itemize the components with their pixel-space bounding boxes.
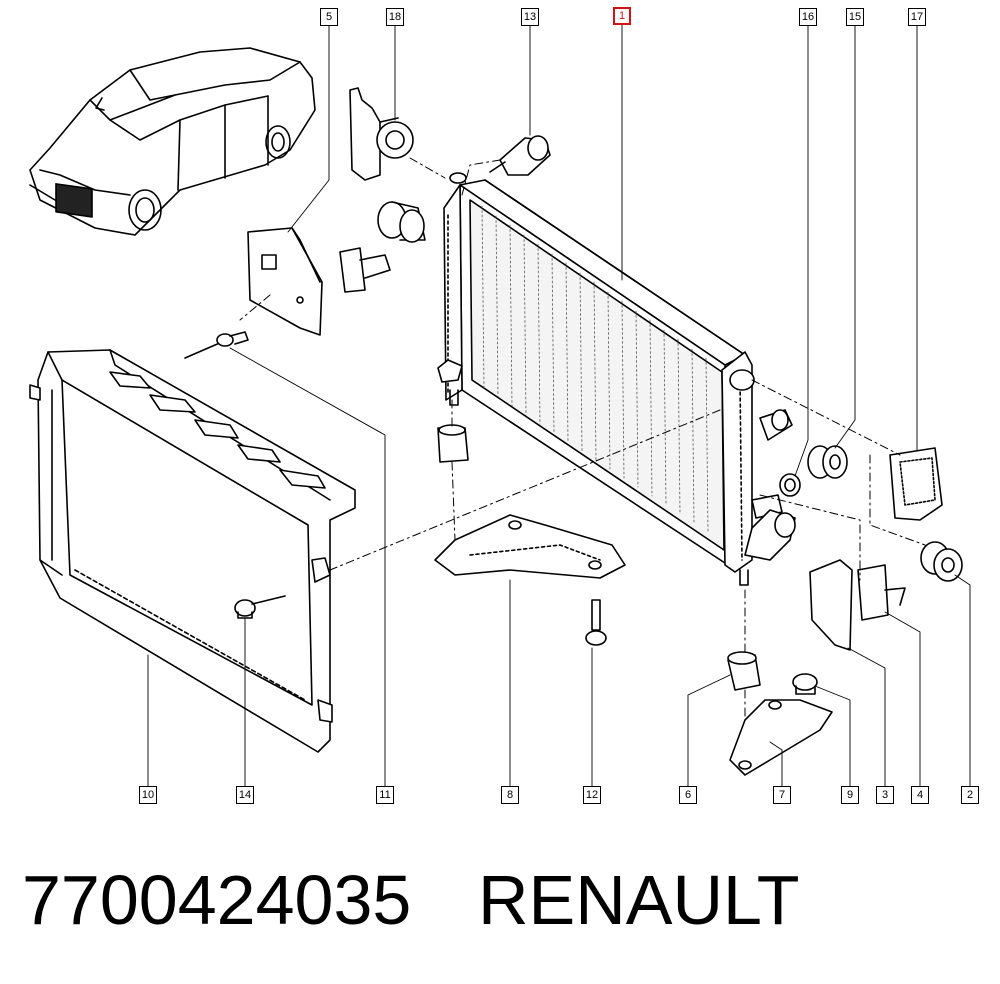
part-6-bush [727, 651, 761, 691]
callout-12: 12 [583, 786, 601, 804]
callout-18: 18 [386, 8, 404, 26]
part-13-sensor [489, 135, 551, 176]
brand-name: RENAULT [478, 861, 800, 939]
part-17-bracket [889, 447, 943, 521]
callout-5: 5 [320, 8, 338, 26]
callout-3: 3 [876, 786, 894, 804]
part-18-bracket [349, 87, 414, 181]
part-5-bracket [247, 227, 323, 336]
callout-14: 14 [236, 786, 254, 804]
callout-6: 6 [679, 786, 697, 804]
clip [339, 247, 391, 293]
part-2-bush [920, 541, 963, 582]
assembly-lines [239, 157, 926, 721]
part-3-bracket [809, 559, 853, 651]
car-illustration [29, 47, 316, 236]
callout-15: 15 [846, 8, 864, 26]
leader-lines [147, 24, 971, 787]
callout-11: 11 [376, 786, 394, 804]
part-12-screw [585, 599, 607, 646]
radiator [437, 172, 796, 586]
callout-10: 10 [139, 786, 157, 804]
frame [29, 349, 356, 753]
callout-4: 4 [911, 786, 929, 804]
callout-7: 7 [773, 786, 791, 804]
part-4-clip [857, 564, 906, 621]
lower-bush [437, 424, 469, 463]
part-14-bolt [234, 595, 286, 619]
callout-17: 17 [908, 8, 926, 26]
callout-9: 9 [841, 786, 859, 804]
part-8-plate [434, 514, 626, 579]
part-9-nut [792, 673, 818, 695]
part-11-rivet [184, 331, 249, 359]
part-16-ring [779, 473, 801, 497]
callout-2: 2 [961, 786, 979, 804]
part-15-plug [807, 445, 848, 479]
callout-13: 13 [521, 8, 539, 26]
part-7-plate [729, 699, 833, 776]
callout-8: 8 [501, 786, 519, 804]
callout-1: 1 [613, 7, 631, 25]
rubber-bush [377, 201, 426, 243]
part-number: 7700424035 [22, 861, 412, 939]
callout-16: 16 [799, 8, 817, 26]
